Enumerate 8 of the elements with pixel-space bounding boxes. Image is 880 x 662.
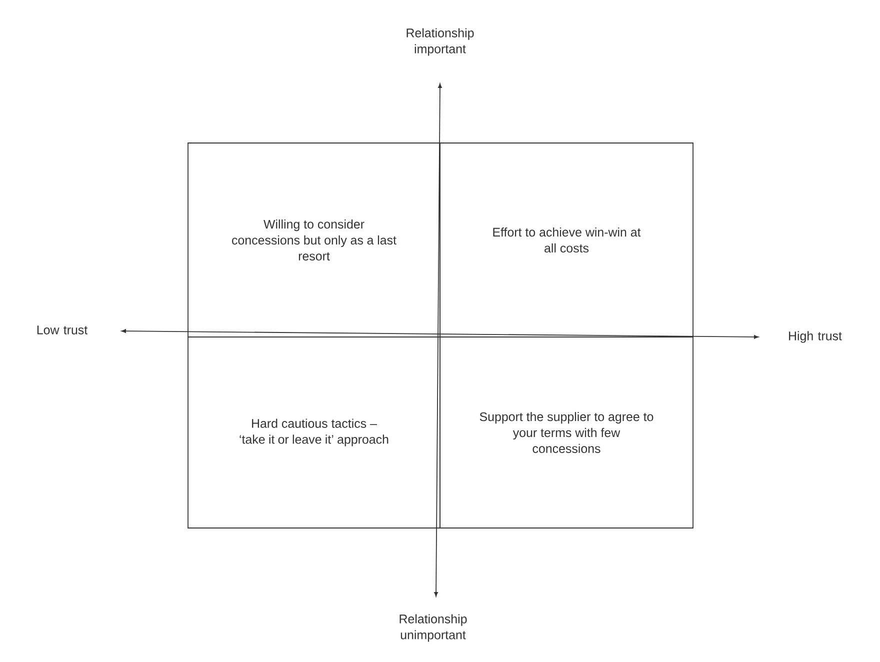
quadrant-box: Effort to achieve win-win at all costs xyxy=(440,142,694,338)
axis-label: Relationship important xyxy=(406,28,474,56)
axis-label: Relationship unimportant xyxy=(400,614,467,642)
quadrant-box: Support the supplier to agree to your terms with few concessions xyxy=(440,336,694,528)
quadrant-box: Hard cautious tactics – ‘take it or leave it’ approach xyxy=(188,336,440,528)
axis-label: Low trust xyxy=(37,326,88,334)
quadrant-box: Willing to consider concessions but only as a last resort xyxy=(188,142,440,338)
axis-label: High trust xyxy=(789,331,842,343)
